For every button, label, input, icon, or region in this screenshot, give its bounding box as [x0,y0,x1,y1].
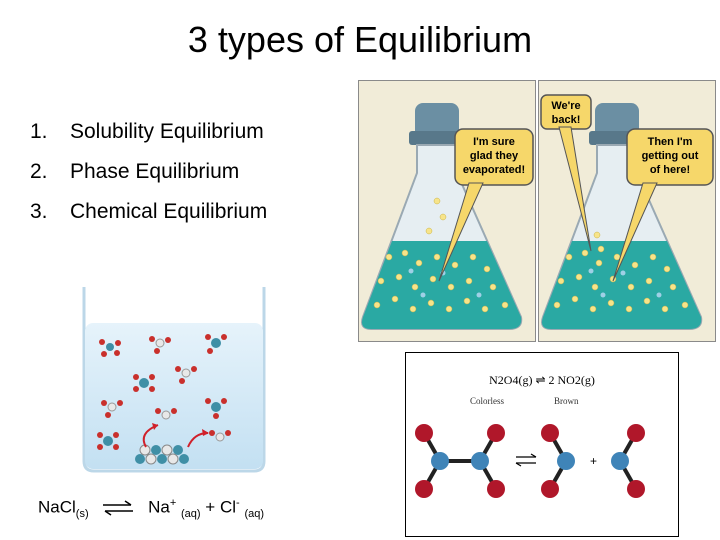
bubble-line: of here! [650,164,690,176]
reactant-state: (s) [75,508,89,521]
hydrated-ion [101,400,123,418]
equilibrium-arrows-icon [515,453,537,467]
speech-bubble-right: Then I'm getting out of here! [612,128,714,282]
colorless-label: Colorless [470,396,505,406]
n2o4-molecule [415,424,505,498]
salt-crystal [135,444,189,465]
list-number: 2. [30,160,48,183]
hydrated-ion [205,334,227,354]
slide-title: 3 types of Equilibrium [187,19,533,60]
nacl-dissolution-equation: NaCl(s) Na+ (aq) + Cl- (aq) [38,490,264,527]
cartoon-panel-left: I'm sure glad they evaporated! [358,80,536,342]
hydrated-ion [97,432,119,450]
hydrated-ion [209,430,231,442]
no2-molecule [611,424,645,498]
cation-charge: + [169,497,177,509]
cation-formula: Na [148,497,170,517]
cation-state: (aq) [181,508,201,521]
hydrated-ion [149,336,171,354]
list-item: 3. Chemical Equilibrium [30,192,267,232]
anion-state: (aq) [244,508,264,521]
bubble-line: evaporated! [463,164,525,176]
flask-stopper [415,103,459,139]
hydrated-ion [99,339,121,357]
reactant-formula: NaCl [38,497,76,517]
equilibrium-type-list: 1. Solubility Equilibrium 2. Phase Equil… [30,112,267,232]
no2-molecule [541,424,575,498]
hydrated-ion [175,366,197,384]
hydrated-ion [133,374,155,392]
list-item: 1. Solubility Equilibrium [30,112,267,152]
bubble-line: glad they [470,150,519,162]
plus-sign: + [205,497,216,517]
reaction-equilibrium-box: N2O4(g) ⇌ 2 NO2(g) Colorless Brown + [405,352,679,537]
list-item: 2. Phase Equilibrium [30,152,267,192]
brown-label: Brown [554,396,579,406]
list-label: Solubility Equilibrium [70,120,264,143]
equilibrium-arrows-icon [103,500,134,516]
salt-dissolving-beaker-illustration [82,287,266,473]
bubble-line: back! [552,114,581,126]
bubble-line: Then I'm [648,136,693,148]
bubble-line: getting out [642,150,699,162]
list-label: Phase Equilibrium [70,160,240,183]
speech-bubble-top: We're back! [540,94,592,252]
cartoon-panel-right: We're back! Then I'm getting out of here… [538,80,716,342]
anion-charge: - [236,497,240,509]
bubble-line: We're [551,100,580,112]
reaction-equation: N2O4(g) ⇌ 2 NO2(g) [489,373,595,387]
list-number: 1. [30,120,48,143]
plus-sign: + [590,454,597,468]
hydrated-ion [155,408,177,420]
hydrated-ion [205,398,227,419]
anion-formula: Cl [219,497,237,517]
bubble-line: I'm sure [473,136,515,148]
speech-bubble-left: I'm sure glad they evaporated! [438,128,534,282]
list-label: Chemical Equilibrium [70,200,268,223]
flask-stopper [595,103,639,139]
list-number: 3. [30,200,48,223]
